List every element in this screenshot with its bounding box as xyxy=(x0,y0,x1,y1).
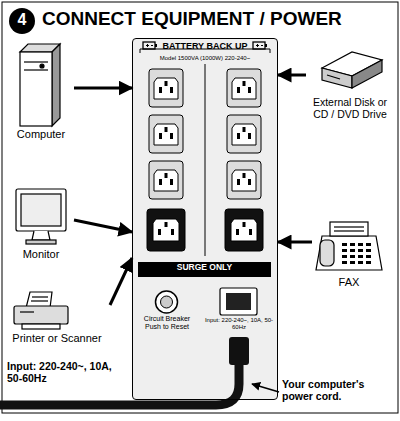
circuit-breaker xyxy=(156,291,178,313)
breaker-button xyxy=(161,296,173,308)
fax-key xyxy=(358,255,363,258)
fax-key xyxy=(342,255,347,258)
fax-key xyxy=(366,249,371,252)
fax-key xyxy=(350,261,355,264)
device-box: External Disk or CD / DVD Drive xyxy=(306,45,394,121)
device-box: Printer or Scanner xyxy=(4,290,110,344)
node-text: Printer or Scanner xyxy=(4,332,110,344)
node-text: Monitor xyxy=(8,248,74,260)
arrow-connector xyxy=(278,241,312,244)
node-text: BATTERY BACK UP xyxy=(133,41,277,51)
panel-body xyxy=(133,39,277,399)
model-rating: Model 1500VA (1000W) 220-240~ xyxy=(138,55,272,62)
arrow-connector xyxy=(278,74,306,77)
node-text: SURGE ONLY xyxy=(138,263,271,273)
arrow-connector xyxy=(74,220,132,232)
node-text: Computer xyxy=(8,128,74,140)
cord-plug xyxy=(229,337,249,365)
drive-icon xyxy=(322,52,382,88)
device-box: Computer xyxy=(8,40,74,140)
step-number: 4 xyxy=(9,11,35,29)
leader-line xyxy=(252,384,279,392)
fax-key xyxy=(342,243,347,246)
fax-key xyxy=(350,249,355,252)
input-socket xyxy=(220,288,257,315)
arrow-connector xyxy=(74,87,132,90)
input-rating: Input: 220-240~, 10A, 50-60Hz xyxy=(7,360,119,384)
battery-icon xyxy=(143,42,157,49)
fax-key xyxy=(358,243,363,246)
node-text: FAX xyxy=(312,276,386,288)
fax-key xyxy=(366,255,371,258)
node-text: Input: 220-240~, 10A, 50-60Hz xyxy=(201,317,277,330)
fax-key xyxy=(342,261,347,264)
title: CONNECT EQUIPMENT / POWER xyxy=(42,8,342,30)
node-text: External Disk or CD / DVD Drive xyxy=(306,97,394,121)
node-text: Circuit Breaker Push to Reset xyxy=(139,315,195,331)
ups-panel: BATTERY BACK UP SURGE ONLY Circuit Breaker… xyxy=(132,38,278,400)
computer-icon xyxy=(20,44,60,126)
monitor-icon xyxy=(16,189,66,244)
socket-inlet xyxy=(226,293,251,310)
frame xyxy=(2,2,398,413)
fax-key xyxy=(350,255,355,258)
fax-icon xyxy=(316,222,382,270)
arrow-connector xyxy=(110,258,132,305)
cord-note: Your computer's power cord. xyxy=(282,378,394,402)
step-badge xyxy=(9,8,35,34)
device-box: Monitor xyxy=(8,185,74,260)
printer-icon xyxy=(14,292,68,329)
battery-icon xyxy=(253,42,267,49)
fax-key xyxy=(366,261,371,264)
fax-key xyxy=(366,243,371,246)
input-box: Input: 220-240~, 10A, 50-60Hz xyxy=(201,287,277,330)
device-box: FAX xyxy=(312,212,386,288)
column-divider xyxy=(205,64,206,256)
fax-key xyxy=(342,249,347,252)
fax-key xyxy=(350,243,355,246)
fax-key xyxy=(358,249,363,252)
battery-outlets xyxy=(147,69,263,251)
surge-band: SURGE ONLY xyxy=(138,262,271,277)
breaker-box: Circuit Breaker Push to Reset xyxy=(139,287,195,331)
fax-key xyxy=(358,261,363,264)
